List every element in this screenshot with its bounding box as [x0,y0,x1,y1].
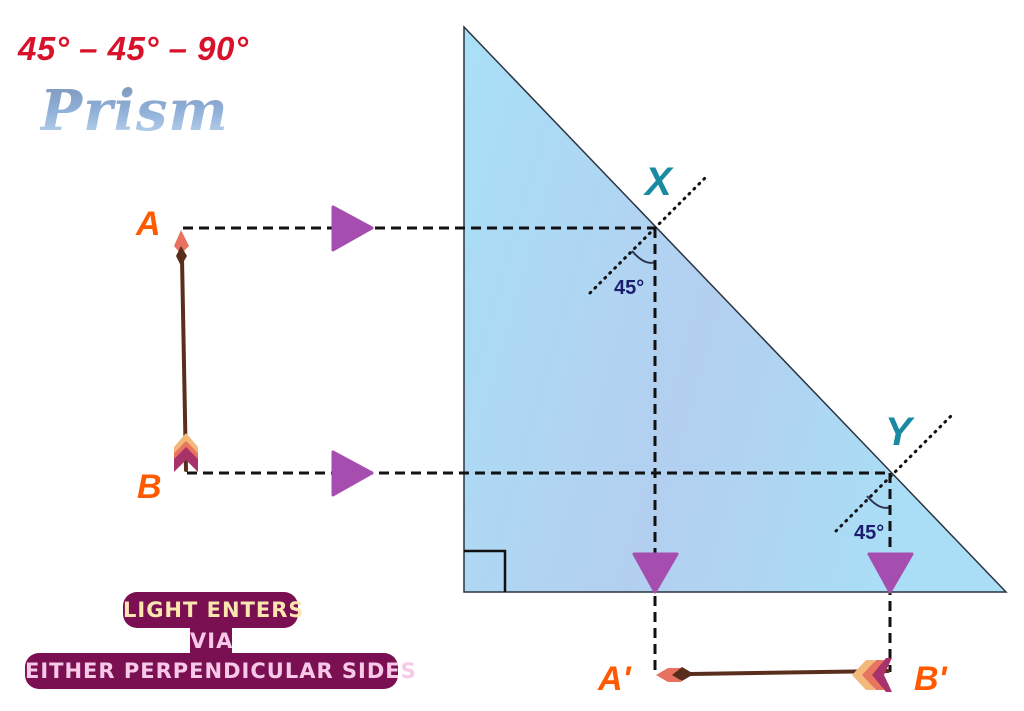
title-prism: Prism [40,78,229,144]
angle-arc-y [866,495,891,509]
label-a: A [136,205,161,243]
normal-line-y [834,413,954,533]
ray-direction-arrow-a-down [632,552,679,594]
ray-direction-arrow-b [331,450,374,497]
label-x: X [645,160,672,204]
object-arrow [174,230,198,472]
ray-direction-arrow-b-down [867,552,914,594]
right-angle-marker [464,549,507,592]
prism-triangle [463,25,1008,593]
label-b: B [137,468,162,506]
normal-line-x [588,173,710,295]
caption-line-1: LIGHT ENTERS [123,592,304,628]
title-angles: 45° – 45° – 90° [18,30,249,67]
caption-line-2: VIA [190,626,232,656]
caption-line-3: EITHER PERPENDICULAR SIDES [25,653,416,689]
label-y: Y [885,410,912,454]
image-arrow [656,658,892,692]
label-a-prime: A' [598,660,631,698]
label-b-prime: B' [914,660,947,698]
ray-direction-arrow-a [331,205,374,252]
angle-label-y: 45° [854,522,885,544]
angle-label-x: 45° [614,277,645,299]
angle-arc-x [631,250,656,264]
